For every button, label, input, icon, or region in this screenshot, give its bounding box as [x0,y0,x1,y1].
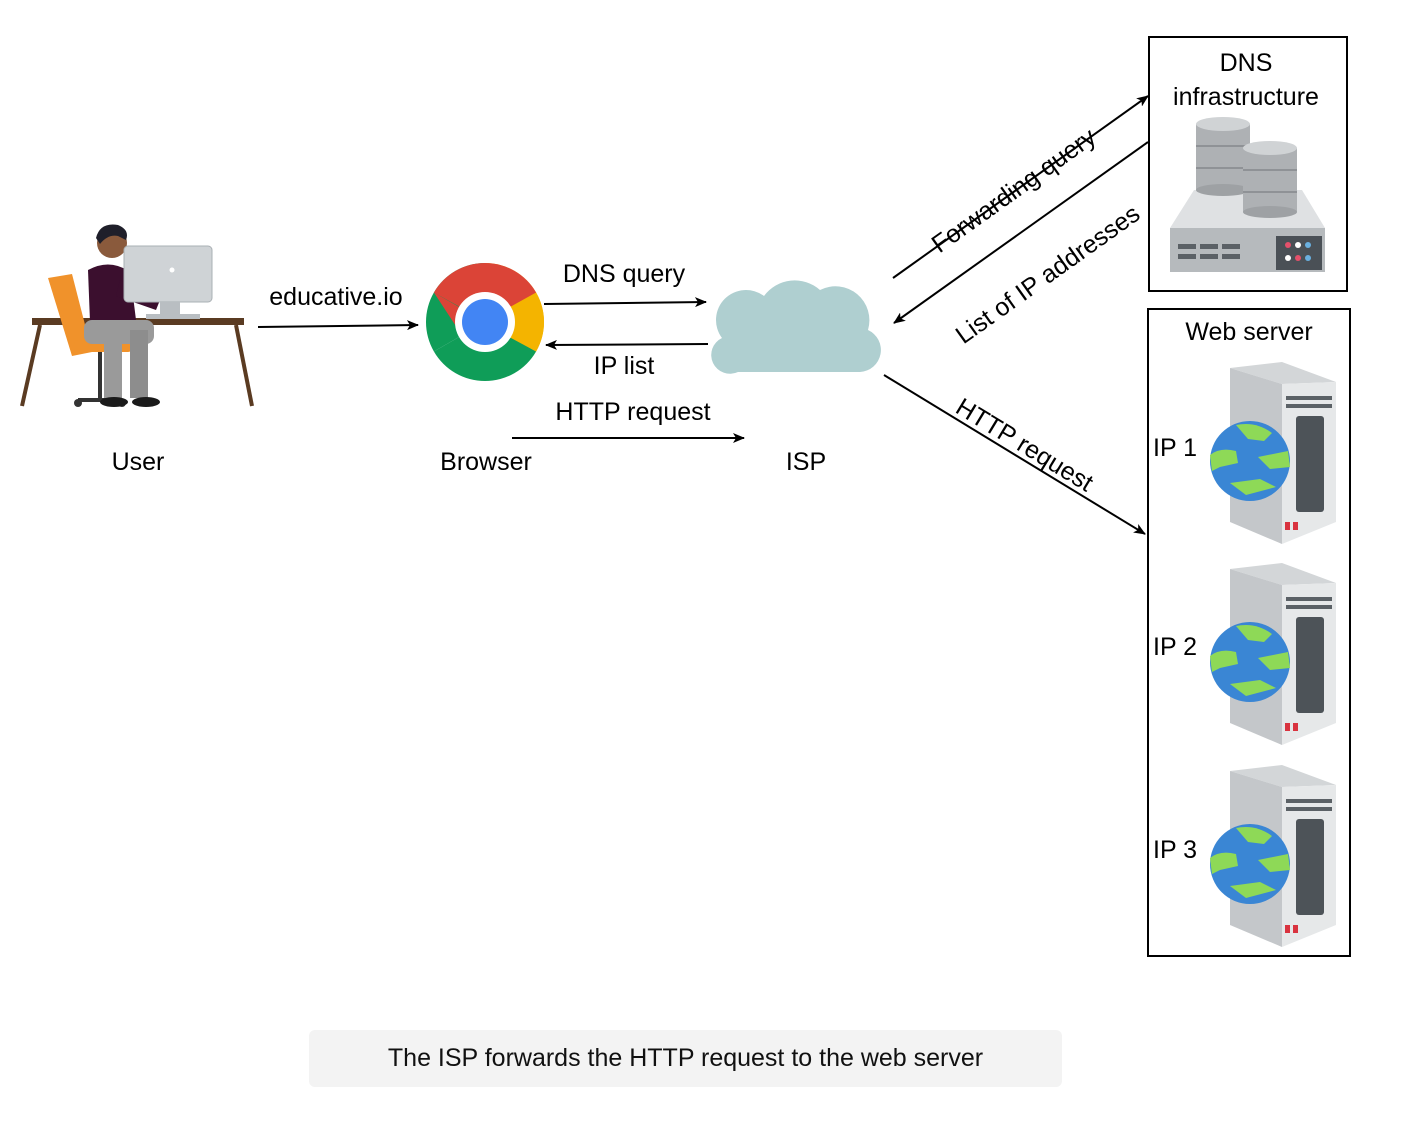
edge-label-http-request: HTTP request [555,398,711,426]
globe-icon [1210,421,1290,501]
arrow-forwarding-query [892,95,1149,279]
isp-label: ISP [785,448,827,476]
cloud-icon [711,280,881,374]
arrow-dns-query [543,297,707,308]
ip-2-label: IP 2 [1153,633,1198,661]
ip-1-label: IP 1 [1153,434,1198,462]
database-server-icon [1170,117,1325,272]
user-label: User [111,448,165,476]
arrow-user-to-browser [257,320,419,331]
dns-title-line-2: infrastructure [1173,83,1319,111]
web-server-title: Web server [1185,318,1313,346]
ip-3-label: IP 3 [1153,836,1198,864]
dns-title-line-1: DNS [1219,49,1273,77]
caption-box: The ISP forwards the HTTP request to the… [309,1030,1062,1087]
arrow-list-of-ips [893,141,1149,324]
arrow-ip-list [545,339,709,350]
edge-label-educative: educative.io [269,283,403,311]
caption-text: The ISP forwards the HTTP request to the… [387,1044,984,1072]
edge-label-dns-query: DNS query [562,260,686,288]
edge-label-ip-list: IP list [593,352,655,380]
user-illustration [20,224,254,407]
arrow-http-isp-server [883,374,1146,535]
globe-icon [1210,824,1290,904]
globe-icon [1210,622,1290,702]
chrome-icon [425,262,545,382]
browser-label: Browser [440,448,532,476]
